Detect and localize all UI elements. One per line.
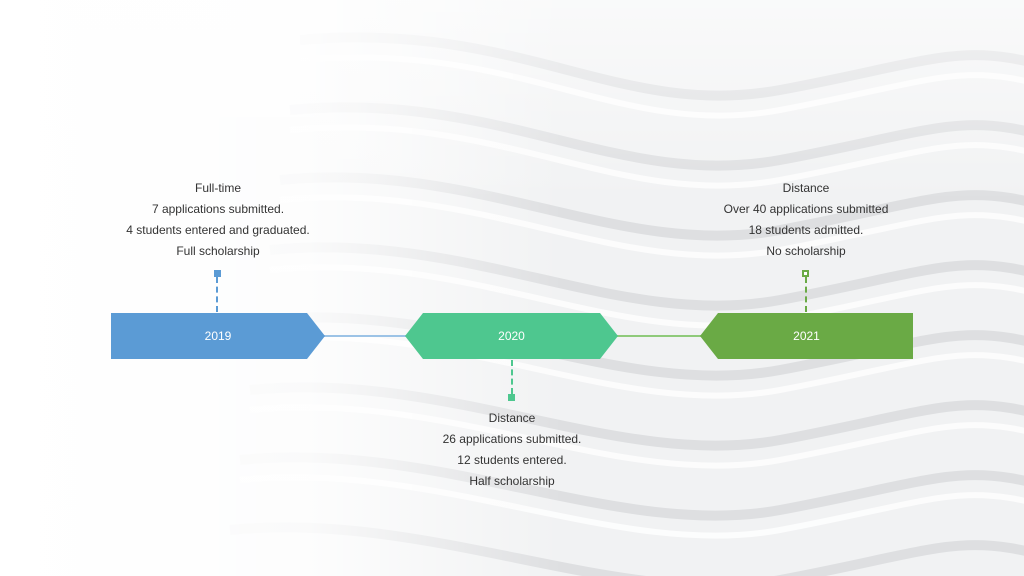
stem-2021 [805, 277, 807, 312]
milestone-shape-2020: 2020 [405, 313, 618, 359]
description-line: 4 students entered and graduated. [126, 223, 310, 237]
description-line: Distance [488, 411, 536, 425]
milestone-year: 2021 [793, 329, 820, 343]
milestone-description-2021: Distance Over 40 applications submitted … [686, 178, 926, 262]
milestone-shape-2021: 2021 [700, 313, 913, 359]
milestone-year: 2020 [498, 329, 525, 343]
marker-2021 [802, 270, 809, 277]
marker-2020 [508, 394, 515, 401]
stem-2019 [216, 277, 218, 312]
connector-line-1 [322, 335, 410, 337]
milestone-description-2020: Distance 26 applications submitted. 12 s… [392, 408, 632, 492]
description-line: No scholarship [766, 244, 846, 258]
milestone-description-2019: Full-time 7 applications submitted. 4 st… [98, 178, 338, 262]
connector-line-2 [614, 335, 704, 337]
milestone-year: 2019 [204, 329, 232, 343]
description-line: 12 students entered. [457, 453, 567, 467]
description-line: Half scholarship [469, 474, 555, 488]
description-line: 7 applications submitted. [151, 202, 285, 216]
description-line: Full scholarship [176, 244, 260, 258]
description-line: 26 applications submitted. [442, 432, 582, 446]
description-line: Full-time [194, 181, 241, 195]
stem-2020 [511, 360, 513, 394]
marker-2019 [214, 270, 221, 277]
milestone-shape-2019: 2019 [111, 313, 325, 359]
description-line: 18 students admitted. [748, 223, 864, 237]
description-line: Over 40 applications submitted [723, 202, 889, 216]
description-line: Distance [782, 181, 830, 195]
